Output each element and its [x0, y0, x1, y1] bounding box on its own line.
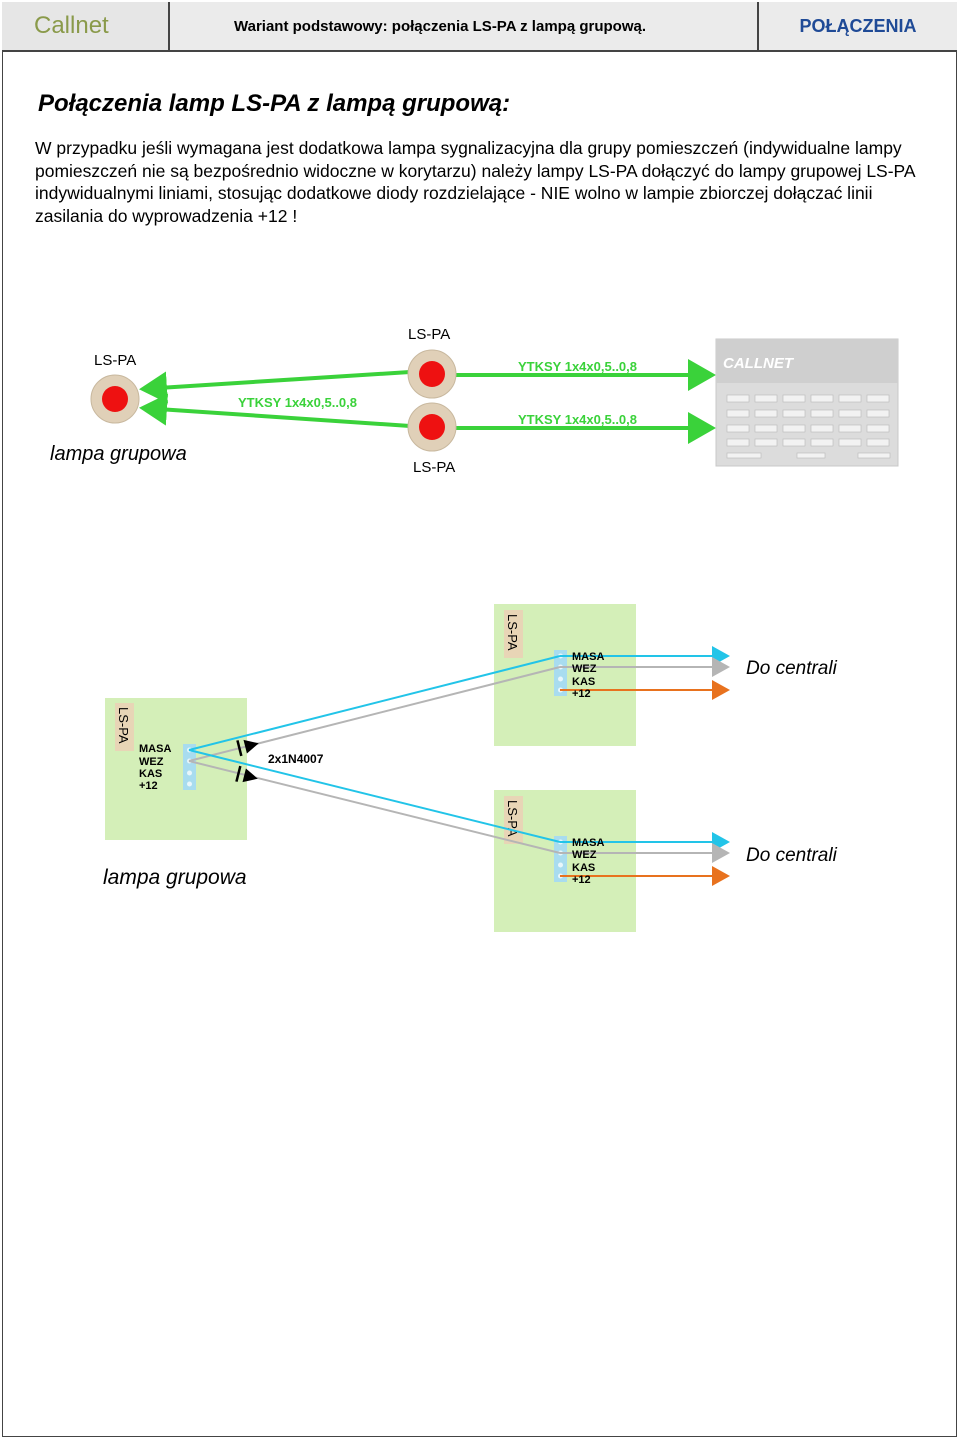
- group-board-tag: [115, 703, 134, 751]
- page-title: Połączenia lamp LS-PA z lampą grupową:: [38, 90, 511, 117]
- board-bottom-label: LS-PA: [505, 800, 520, 837]
- group-pin-masa: MASA: [139, 743, 171, 755]
- diode-top: [236, 739, 259, 757]
- wire-masa-bottom: [188, 749, 561, 843]
- board-top-terminal: [554, 650, 567, 696]
- lamp-left-label: LS-PA: [94, 352, 136, 369]
- brand-name: Callnet: [2, 2, 170, 50]
- group-pin-kas: KAS: [139, 768, 162, 780]
- diode-label: 2x1N4007: [268, 752, 324, 766]
- top-pin-masa: MASA: [572, 651, 604, 663]
- group-lamp: [90, 374, 140, 424]
- description-paragraph: W przypadku jeśli wymagana jest dodatkow…: [35, 138, 915, 226]
- green-cables: [139, 359, 716, 444]
- lamp-top-label: LS-PA: [408, 326, 450, 343]
- group-lamp-label: lampa grupowa: [50, 443, 187, 465]
- page-header: Callnet Wariant podstawowy: połączenia L…: [2, 2, 957, 52]
- section-title: POŁĄCZENIA: [759, 2, 957, 50]
- central-unit: CALLNET: [715, 338, 899, 467]
- top-pin-plus12: +12: [572, 688, 591, 700]
- cable-label-3: YTKSY 1x4x0,5..0,8: [518, 412, 637, 427]
- lamp-bottom: [407, 402, 457, 452]
- lamp-top: [407, 349, 457, 399]
- group-board-label: LS-PA: [116, 707, 131, 744]
- top-pin-wez: WEZ: [572, 663, 597, 675]
- cable-bottom-lamp-to-group: [139, 393, 411, 428]
- bottom-pin-masa: MASA: [572, 837, 604, 849]
- wire-masa-top: [188, 655, 561, 751]
- variant-title: Wariant podstawowy: połączenia LS-PA z l…: [170, 2, 759, 50]
- cable-label-2: YTKSY 1x4x0,5..0,8: [238, 395, 357, 410]
- top-pin-kas: KAS: [572, 676, 595, 688]
- diode-bottom: [235, 765, 258, 783]
- cable-top-lamp-to-group: [139, 370, 411, 404]
- group-pin-wez: WEZ: [139, 756, 164, 768]
- cable-label-1: YTKSY 1x4x0,5..0,8: [518, 359, 637, 374]
- board-top-tag: [504, 610, 523, 658]
- board-top-label: LS-PA: [505, 614, 520, 651]
- bottom-pin-plus12: +12: [572, 874, 591, 886]
- bottom-group-lamp-label: lampa grupowa: [103, 866, 247, 889]
- lamp-bottom-label: LS-PA: [413, 459, 455, 476]
- board-top-dest: Do centrali: [746, 658, 838, 679]
- central-brand: CALLNET: [723, 355, 795, 372]
- group-pin-plus12: +12: [139, 780, 158, 792]
- bottom-pin-kas: KAS: [572, 862, 595, 874]
- bottom-pin-wez: WEZ: [572, 849, 597, 861]
- board-bottom-dest: Do centrali: [746, 845, 838, 866]
